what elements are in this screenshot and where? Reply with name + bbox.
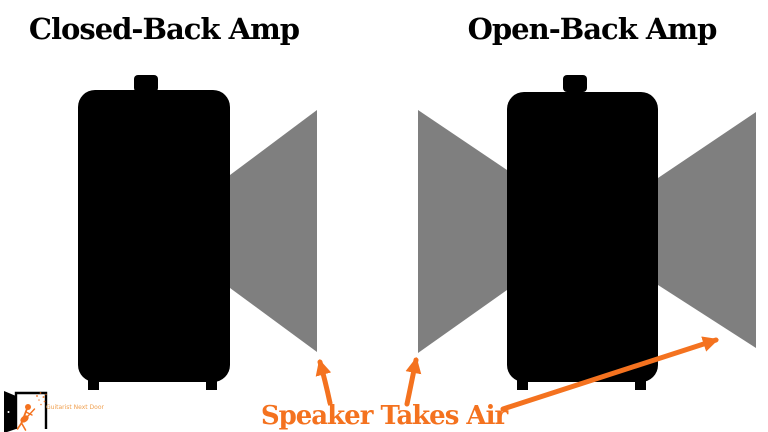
arrow-to-open-front-cone-icon: [500, 336, 719, 412]
logo-music-notes: [36, 392, 47, 406]
logo-open-door-panel: [4, 391, 16, 432]
closed-back-amp-title: Closed-Back Amp: [28, 12, 300, 46]
open-amp-handle: [563, 75, 587, 92]
logo-guitarist-figure: [16, 404, 36, 431]
open-amp-air-cone-front: [658, 112, 756, 348]
annotation-arrows: [315, 336, 719, 412]
logo-brand-name: Guitarist Next Door: [46, 404, 104, 411]
open-back-amp-title: Open-Back Amp: [467, 12, 718, 46]
arrow-to-open-back-cone-icon: [404, 357, 422, 407]
open-back-amp-figure: [418, 75, 756, 390]
logo-door-frame: [14, 391, 48, 429]
speaker-takes-air-caption: Speaker Takes Air: [260, 401, 508, 431]
arrow-to-closed-front-cone-icon: [315, 359, 333, 406]
closed-back-amp-figure: [78, 75, 317, 390]
open-amp-cabinet: [507, 92, 658, 382]
closed-amp-air-cone-front: [230, 110, 317, 352]
logo-doorknob: [7, 411, 10, 413]
closed-amp-cabinet: [78, 90, 230, 382]
open-amp-air-cone-back: [418, 110, 507, 353]
closed-amp-handle: [134, 75, 158, 92]
logo-door-icon: [4, 391, 48, 432]
